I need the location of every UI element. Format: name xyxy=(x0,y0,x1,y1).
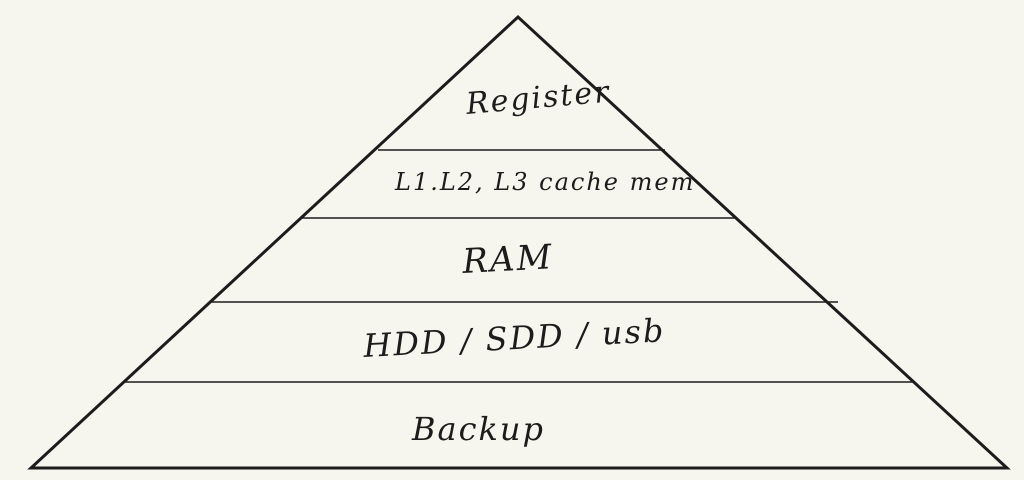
pyramid-outline xyxy=(27,14,1011,470)
level-label-storage: HDD / SDD / usb xyxy=(361,311,666,365)
level-label-backup: Backup xyxy=(411,410,545,448)
level-label-ram: RAM xyxy=(460,237,554,282)
level-label-cache: L1.L2, L3 cache mem xyxy=(394,168,695,196)
level-label-register: Register xyxy=(464,74,612,122)
